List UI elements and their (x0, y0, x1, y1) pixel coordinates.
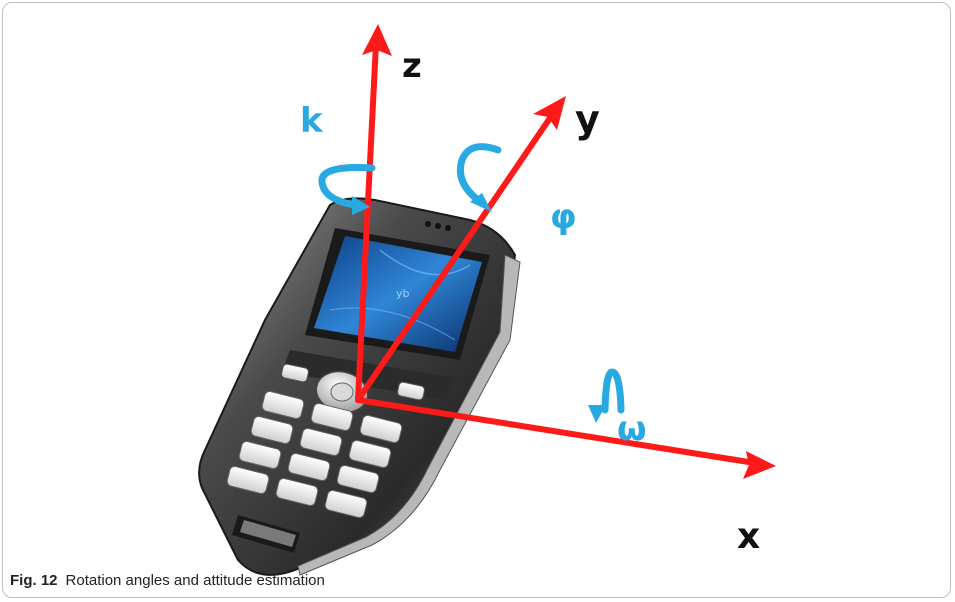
phi-angle-label: φ (550, 197, 577, 237)
svg-text:yb: yb (396, 287, 410, 300)
figure-number: Fig. 12 (10, 572, 58, 589)
rotation-arrowheads (352, 193, 606, 423)
x-arrowhead (743, 451, 776, 479)
x-axis-label: x (737, 516, 760, 557)
phone-screen (314, 236, 482, 352)
z-axis-label: z (402, 46, 422, 86)
omega-angle-label: ω (617, 409, 647, 449)
figure-caption: Fig. 12 Rotation angles and attitude esti… (10, 572, 325, 589)
k-rotation-arrow (318, 164, 376, 209)
axis-arrowheads (362, 24, 776, 479)
k-angle-label: k (300, 101, 324, 141)
rotation-arrows (318, 143, 625, 414)
bottom-connector (232, 515, 300, 553)
y-axis-label: y (575, 97, 600, 141)
coordinate-axes (355, 41, 758, 466)
x-axis (355, 397, 758, 466)
caption-text: Rotation angles and attitude estimation (65, 572, 325, 589)
z-axis (355, 41, 379, 403)
earpiece-dots (425, 221, 451, 231)
phi-rotation-arrow (456, 143, 502, 204)
omega-rotation-arrow (601, 368, 625, 414)
z-arrowhead (362, 24, 392, 56)
y-axis (355, 115, 553, 403)
phone-keypad (226, 391, 403, 518)
y-arrowhead (533, 96, 566, 130)
